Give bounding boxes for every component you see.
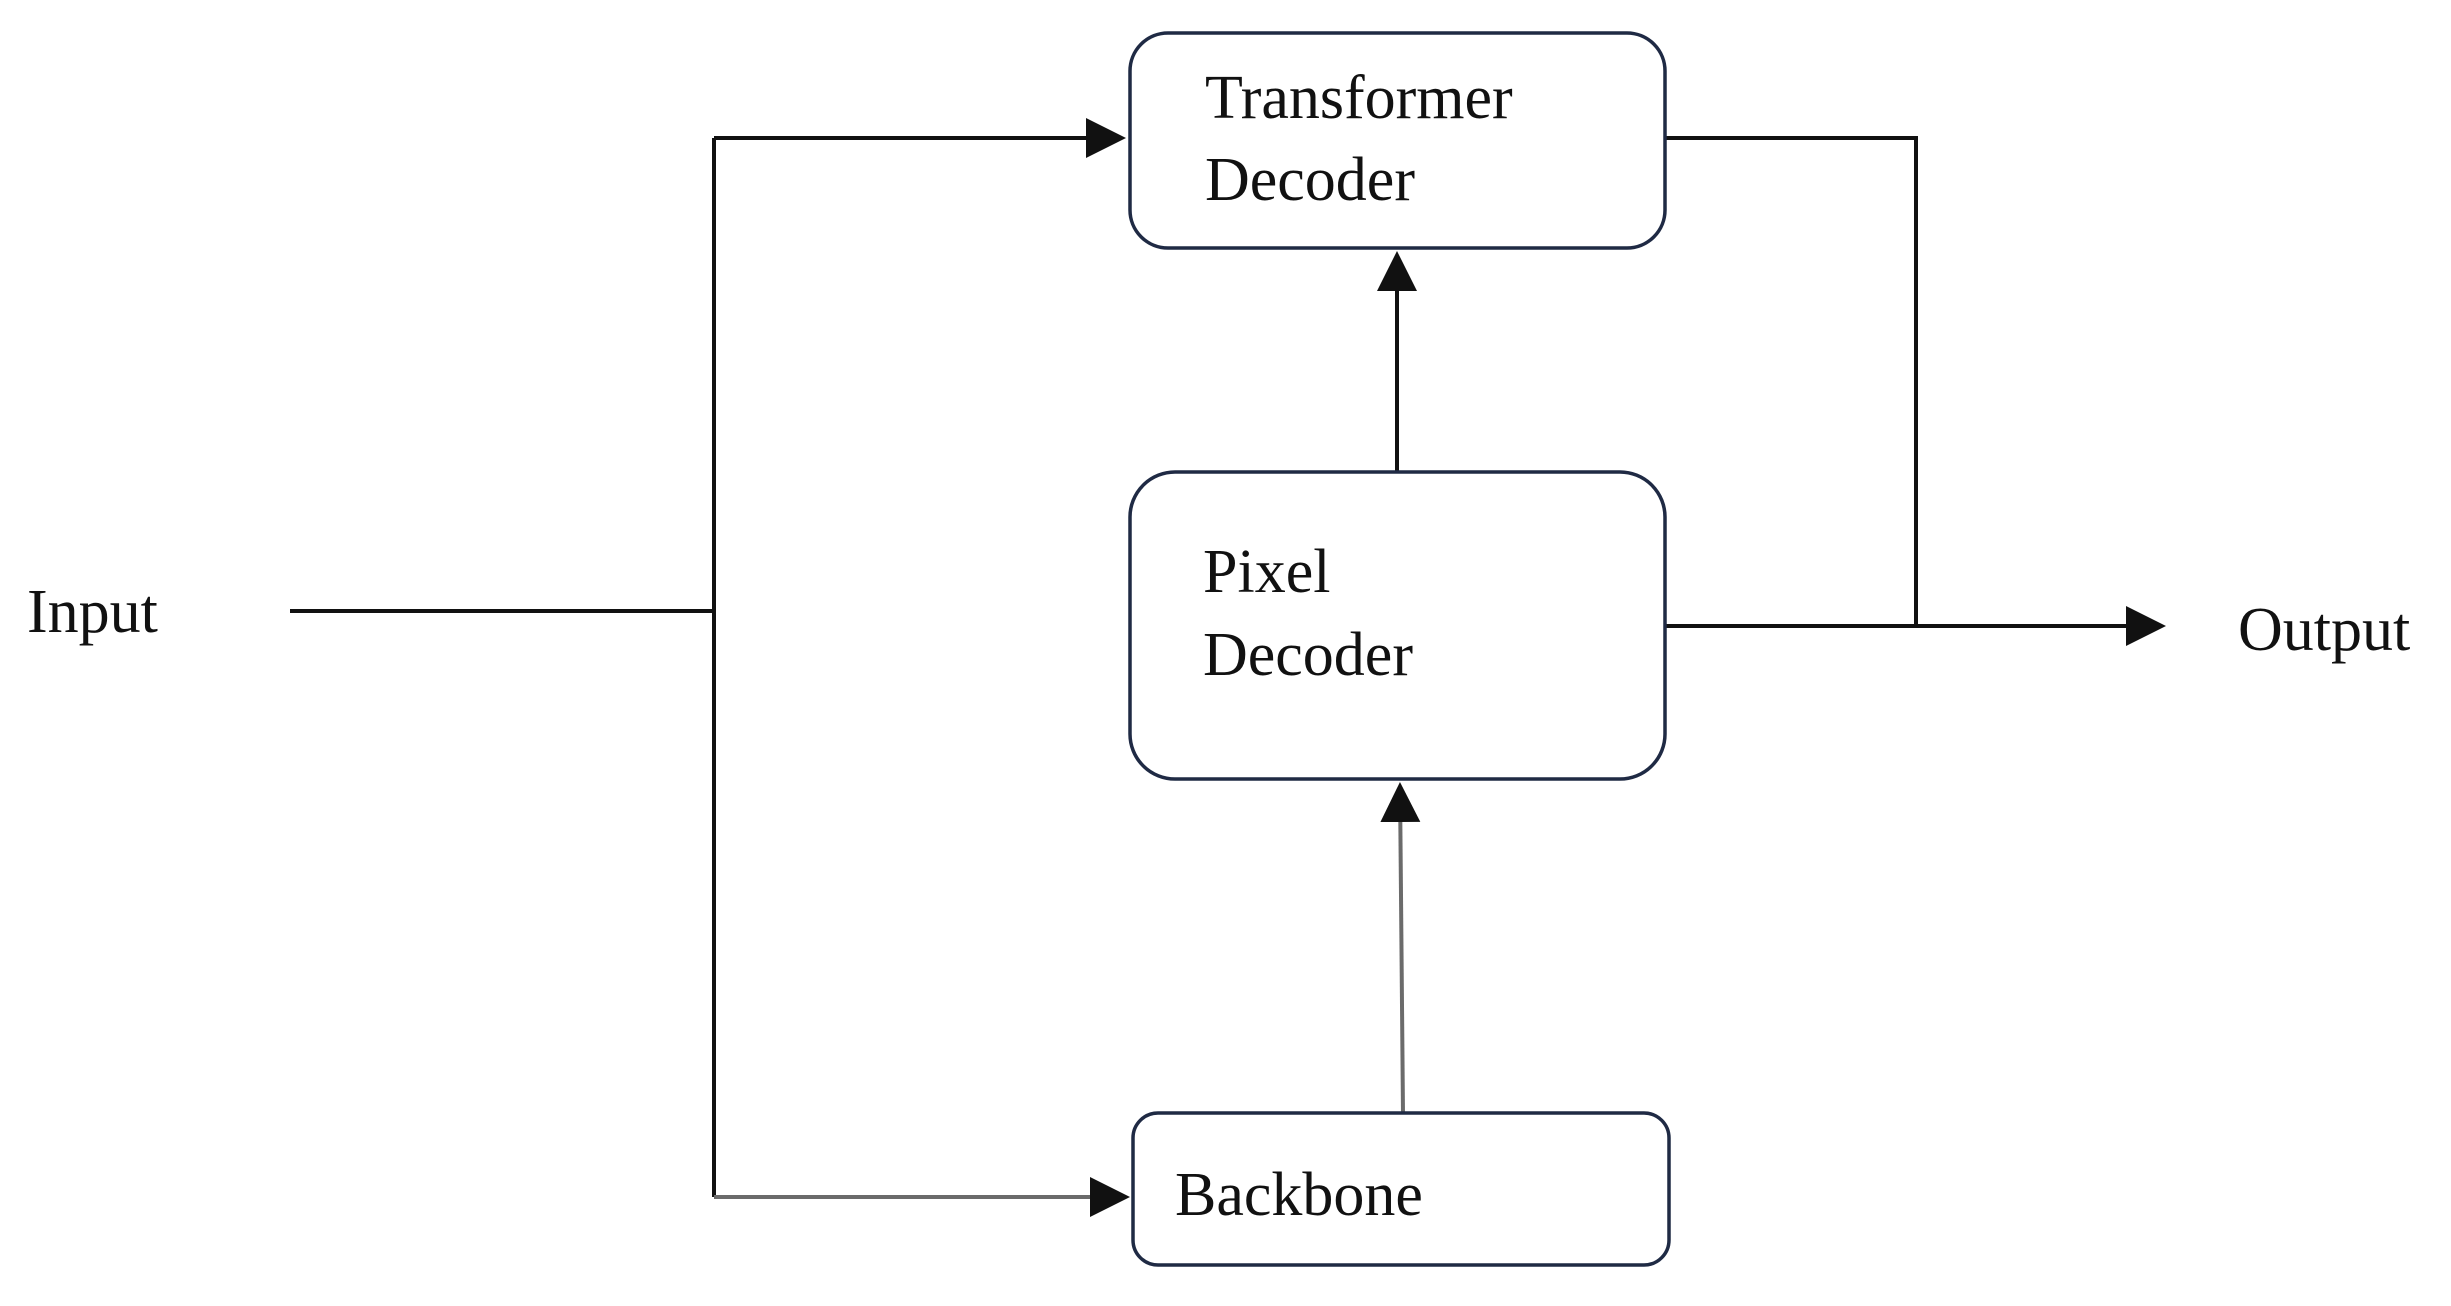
node-transformer-decoder: Transformer Decoder [1128, 31, 1667, 250]
edge-backbone-to-pixel-decoder [1380, 782, 1421, 1115]
transformer-decoder-line2: Decoder [1205, 146, 1415, 214]
backbone-label: Backbone [1175, 1161, 1423, 1229]
pixel-decoder-line1: Pixel [1203, 538, 1330, 606]
input-label: Input [27, 578, 158, 646]
node-backbone: Backbone [1131, 1111, 1671, 1267]
node-pixel-decoder: Pixel Decoder [1128, 470, 1667, 781]
pixel-decoder-line2: Decoder [1203, 621, 1413, 689]
transformer-decoder-line1: Transformer [1205, 64, 1513, 132]
edge-transformer-to-output [1664, 136, 1918, 626]
output-label: Output [2238, 596, 2410, 664]
